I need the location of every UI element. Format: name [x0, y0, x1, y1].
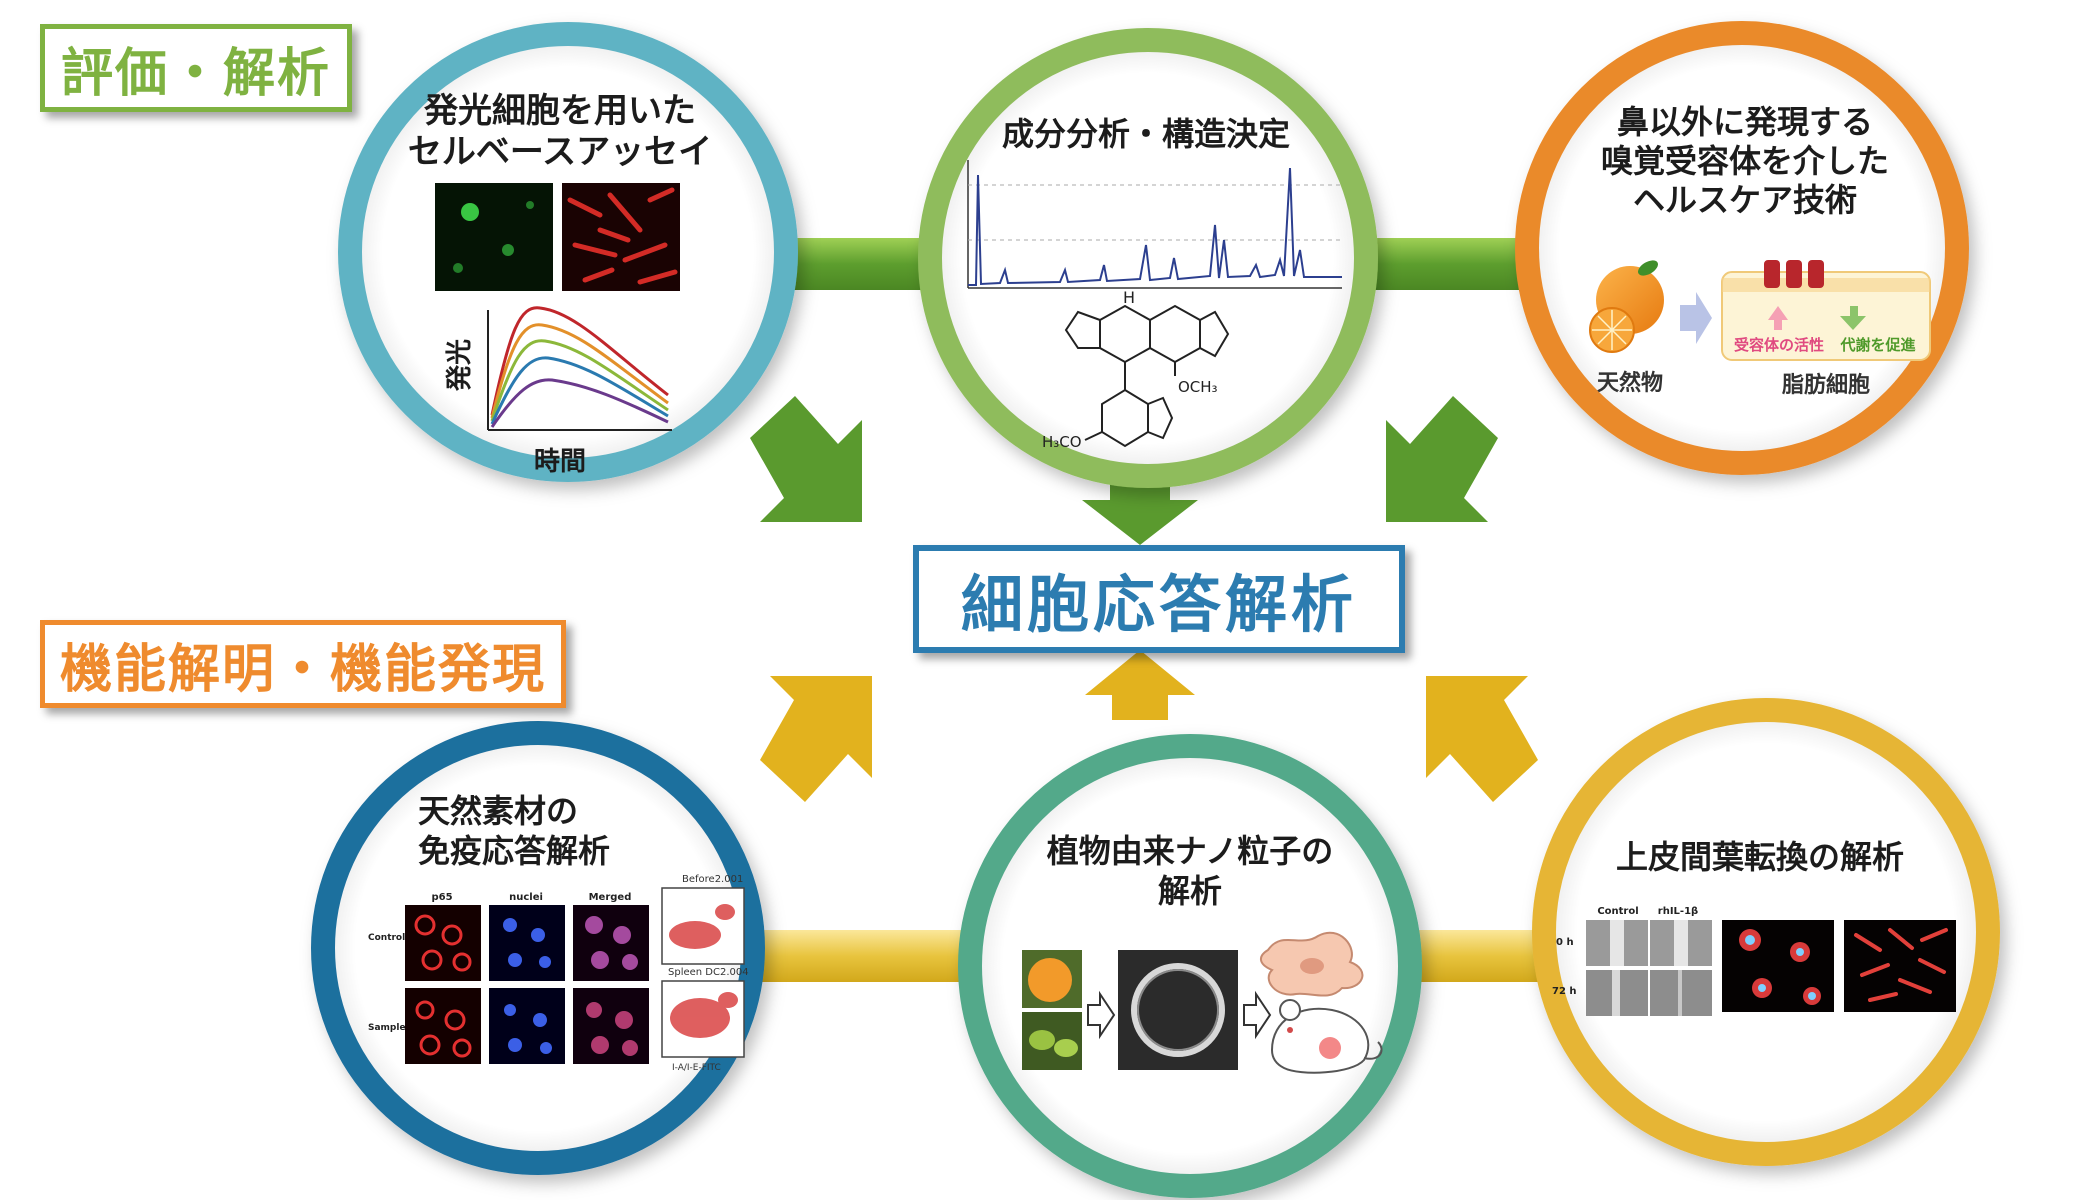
c4-title-line1: 天然素材の: [418, 792, 578, 830]
c4-col-merged: Merged: [589, 892, 632, 903]
chromatogram: [967, 160, 1342, 289]
circle-component-analysis: 成分分析・構造決定 H OCH₃ H₃CO: [918, 28, 1378, 488]
c1-ylabel: 発光: [445, 339, 475, 392]
center-title-box: 細胞応答解析: [913, 545, 1405, 653]
c2-title: 成分分析・構造決定: [1002, 115, 1290, 153]
arrow-yellow-left: [760, 676, 872, 802]
c2-h-label: H: [1123, 288, 1135, 307]
c1-title-line1: 発光細胞を用いた: [424, 91, 696, 131]
c3-title-line3: ヘルスケア技術: [1633, 181, 1857, 219]
c1-title-line2: セルベースアッセイ: [408, 132, 712, 172]
c6-title: 上皮間葉転換の解析: [1616, 838, 1904, 876]
micro-nuclei-sample: [489, 988, 565, 1064]
arrow-yellow-right: [1426, 676, 1538, 802]
micro-merged-control: [573, 905, 649, 981]
c4-col-nuclei: nuclei: [509, 892, 543, 903]
arrow-yellow-center: [1085, 650, 1195, 720]
c3-natural: 天然物: [1597, 370, 1663, 396]
c4-row-control: Control: [368, 933, 405, 943]
c3-title-line1: 鼻以外に発現する: [1617, 103, 1873, 141]
c4-flow-axis: I-A/I-E-FITC: [672, 1063, 721, 1073]
orange-fruit-icon: [1589, 260, 1664, 353]
evaluation-label: 評価・解析: [40, 24, 352, 112]
c4-row-sample: Sample: [368, 1023, 406, 1033]
c6-col-control: Control: [1597, 906, 1638, 917]
c3-title-line2: 嗅覚受容体を介した: [1601, 142, 1889, 180]
circle-olfactory-receptor: 鼻以外に発現する 嗅覚受容体を介した ヘルスケア技術 天然物 受容体の活性 代謝…: [1515, 21, 1969, 475]
micro-nuclei-control: [489, 905, 565, 981]
c1-xlabel: 時間: [534, 447, 586, 477]
c3-metab: 代謝を促進: [1839, 336, 1916, 354]
arrow-green-left: [750, 396, 862, 522]
molecule-structure: [1064, 304, 1230, 448]
arrow-green-center: [1082, 470, 1198, 545]
c3-receptor-active: 受容体の活性: [1734, 336, 1824, 354]
function-label: 機能解明・機能発現: [40, 620, 566, 708]
micro-p65-control: [405, 905, 481, 981]
c5-title-line2: 解析: [1158, 872, 1222, 910]
c6-col-rhil: rhIL-1β: [1658, 906, 1698, 917]
c3-adipocyte: 脂肪細胞: [1782, 372, 1870, 398]
micro-merged-sample: [573, 988, 649, 1064]
c6-row-0h: 0 h: [1556, 937, 1574, 948]
c4-col-p65: p65: [431, 892, 452, 903]
evaluation-label-text: 評価・解析: [60, 43, 331, 104]
circle-emt-analysis: 上皮間葉転換の解析 Control rhIL-1β 0 h 72 h: [1532, 698, 2000, 1166]
adipocyte-box: [1721, 271, 1931, 361]
c4-flow2: Spleen DC2.004: [668, 967, 749, 978]
green-fluorescence-image: [435, 183, 553, 291]
c2-h3co: H₃CO: [1042, 433, 1082, 451]
c5-title-line1: 植物由来ナノ粒子の: [1047, 832, 1333, 870]
c2-och3: OCH₃: [1178, 378, 1218, 396]
arrow-green-right: [1386, 396, 1498, 522]
center-title: 細胞応答解析: [960, 568, 1357, 641]
mouse-illustration: [1270, 999, 1383, 1074]
function-label-text: 機能解明・機能発現: [59, 639, 546, 700]
circle-immune-response: 天然素材の 免疫応答解析 p65 nuclei Merged Control S…: [311, 721, 765, 1175]
c6-row-72h: 72 h: [1552, 986, 1577, 997]
c3-arrow-icon: [1680, 292, 1712, 344]
circle-cell-assay: 発光細胞を用いた セルベースアッセイ 発光 時間: [338, 22, 798, 482]
c4-title-line2: 免疫応答解析: [418, 832, 610, 870]
circle-plant-nanoparticles: 植物由来ナノ粒子の 解析: [958, 734, 1422, 1198]
c4-flow1: Before2.001: [682, 874, 743, 885]
